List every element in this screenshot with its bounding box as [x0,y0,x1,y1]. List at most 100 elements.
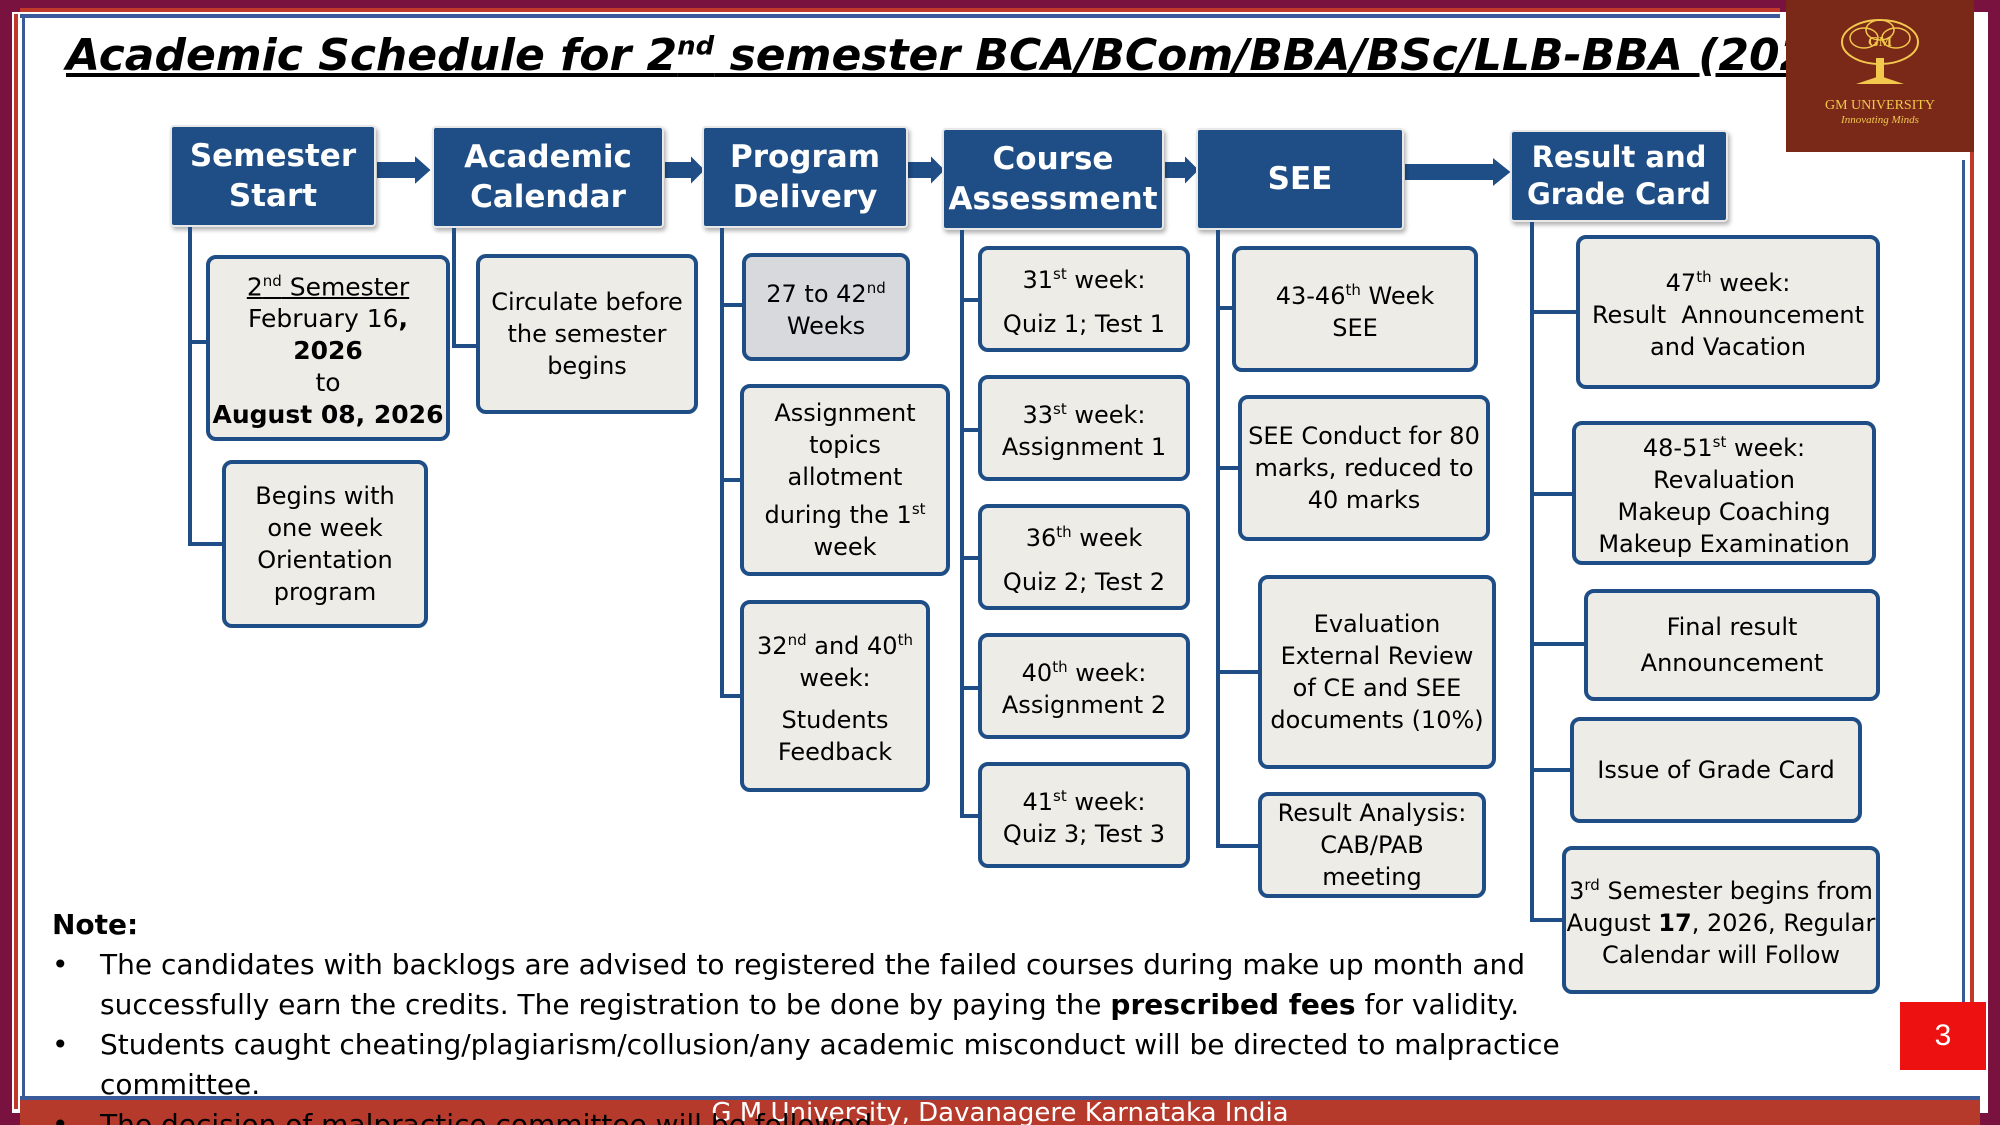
revaluation-box: 48-51st week: Revaluation Makeup Coachin… [1572,421,1876,565]
connector-line [1216,306,1234,310]
logo-tagline: Innovating Minds [1841,114,1919,126]
box-line: 3rd Semester begins from [1569,869,1873,907]
final-result-box: Final result Announcement [1584,589,1880,701]
note-text: The decision of malpractice committee wi… [100,1108,882,1125]
weeks-box: 27 to 42nd Weeks [742,253,910,361]
box-line: 32nd and 40th [757,624,913,662]
box-sup: th [1345,281,1361,299]
box-line: Issue of Grade Card [1597,756,1835,784]
note-text: prescribed fees [1110,988,1356,1021]
box-sup: st [1712,433,1727,451]
box-line: program [273,578,377,606]
box-line: meeting [1322,863,1422,891]
box-sup: st [911,500,926,518]
grade-card-box: Issue of Grade Card [1570,717,1862,823]
box-line: Final result [1666,613,1798,641]
university-logo: GM GM UNIVERSITY Innovating Minds [1786,0,1974,152]
box-line: August 08, 2026 [212,400,444,430]
connector-line [188,227,192,546]
connector-line [452,228,456,348]
heading-line: Semester [189,138,357,174]
see-weeks-box: 43-46th Week SEE [1232,246,1478,372]
box-line: allotment [787,463,903,491]
box-line: Quiz 2; Test 2 [1002,568,1166,596]
svg-text:GM: GM [1868,35,1892,50]
connector-line [1530,768,1574,772]
connector-line [960,298,978,302]
connector-line [1530,642,1586,646]
heading-line: Assessment [948,181,1158,217]
connector-line [1216,466,1240,470]
box-line: Makeup Examination [1598,530,1850,558]
box-line: 47th week: [1666,261,1791,299]
box-line: Announcement [1640,649,1824,677]
box-line: Evaluation [1313,610,1441,638]
note-bullet: • Students caught cheating/plagiarism/co… [52,1025,1702,1105]
assessment-box: 31st week: Quiz 1; Test 1 [978,246,1190,352]
box-line: Weeks [786,312,866,340]
frame-line [20,8,1780,12]
assessment-box: 41st week: Quiz 3; Test 3 [978,762,1190,868]
box-line: 41st week: [1022,780,1145,818]
bullet-icon: • [52,1108,69,1125]
tree-icon: GM [1841,19,1919,84]
box-line: marks, reduced to [1254,454,1474,482]
box-line: 27 to 42nd [766,272,885,310]
flow-arrows [375,151,1514,191]
box-line: August 17, 2026, Regular [1567,907,1876,939]
evaluation-box: Evaluation External Review of CE and SEE… [1258,575,1496,769]
box-sup: th [1052,658,1068,676]
slide-title: Academic Schedule for 2nd semester BCA/B… [66,30,1940,81]
feedback-box: 32nd and 40th week: Students Feedback [740,600,930,792]
box-line: begins [547,352,627,380]
note-section: Note: • The candidates with backlogs are… [52,905,1702,1125]
box-line: Quiz 1; Test 1 [1002,310,1166,338]
arrow-icon [663,151,708,189]
box-line: February 16, 2026 [210,303,446,367]
assessment-box: 33st week: Assignment 1 [978,375,1190,481]
heading-line: SEE [1267,161,1333,197]
box-line: 40th week: [1022,651,1147,689]
box-line: Makeup Coaching [1617,498,1831,526]
box-sup: rd [1584,876,1600,894]
arrow-icon [905,151,948,189]
box-line: to [315,368,341,398]
box-line: Revaluation [1653,466,1795,494]
note-text: successfully earn the credits. The regis… [100,985,1702,1025]
connector-line [1216,230,1220,848]
footer-band [20,1100,1980,1125]
box-line: Begins with [255,482,395,510]
box-text: Semester begins from [1599,877,1873,905]
box-text: week: [1066,401,1146,429]
box-text: during the 1 [764,501,912,529]
box-line: Assignment 2 [1001,691,1167,719]
frame-line [1962,160,1965,1040]
heading-line: Program [729,139,880,175]
box-sup: st [1053,265,1067,283]
box-line: 31st week: [1022,258,1145,296]
connector-line [452,344,478,348]
box-text: week: [1711,269,1791,297]
connector-line [1530,492,1574,496]
box-line: SEE Conduct for 80 [1248,422,1480,450]
box-line: the semester [507,320,667,348]
box-line: one week [267,514,383,542]
box-line: and Vacation [1650,333,1806,361]
box-line: Result Announcement [1591,301,1865,329]
frame-line [14,14,18,1109]
circulate-box: Circulate before the semester begins [476,254,698,414]
assessment-box: 36th week Quiz 2; Test 2 [978,504,1190,610]
box-text: 27 to 42 [766,280,867,308]
box-text: 40 [1021,659,1053,687]
box-text: August [1566,909,1659,937]
result-analysis-box: Result Analysis: CAB/PAB meeting [1258,792,1486,898]
box-sup: th [1696,268,1712,286]
box-line: CAB/PAB [1320,831,1424,859]
box-sup: st [1053,787,1067,805]
box-line: topics [809,431,881,459]
box-sup: nd [787,631,807,649]
